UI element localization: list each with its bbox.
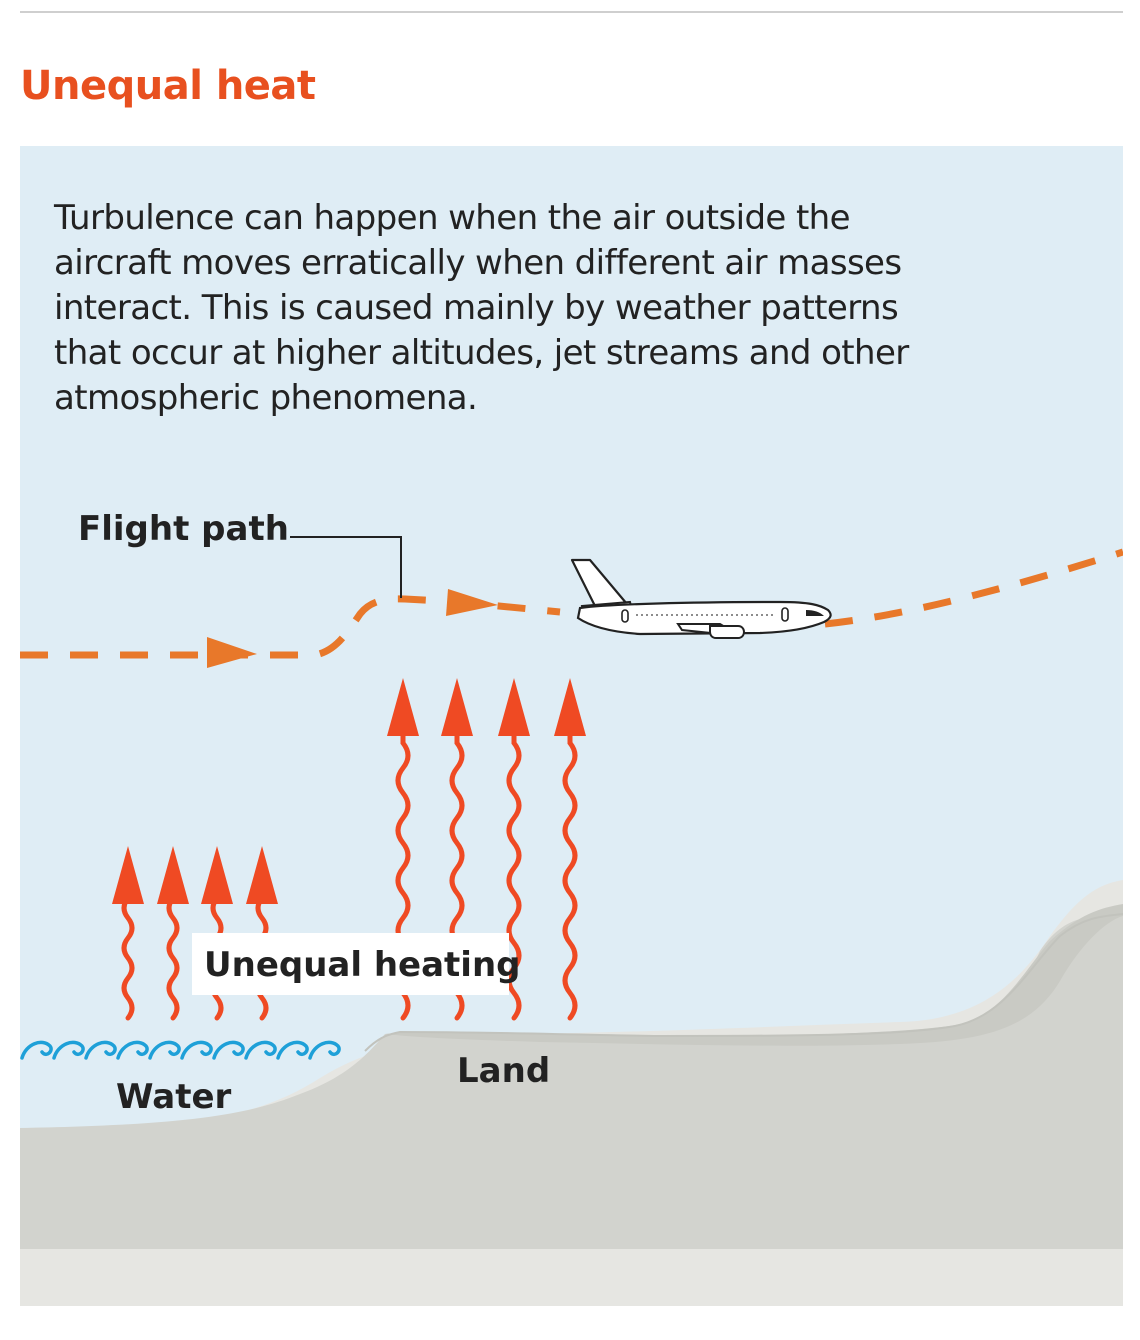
flight-path-line	[20, 595, 561, 659]
land-label: Land	[457, 1051, 550, 1091]
flight-direction-arrow	[446, 589, 498, 616]
description-text: Turbulence can happen when the air outsi…	[54, 198, 909, 418]
flight-path-label: Flight path	[78, 509, 289, 549]
diagram-panel: Turbulence can happen when the air outsi…	[20, 146, 1123, 1306]
heat-arrow-icon	[554, 678, 586, 736]
heat-arrow-shaft	[562, 723, 578, 1021]
top-divider	[20, 11, 1123, 13]
land-near	[20, 912, 1123, 1249]
heat-arrow-shaft	[121, 891, 135, 1021]
heat-arrow-icon	[498, 678, 530, 736]
heat-arrow-icon	[246, 846, 278, 904]
heat-arrow-icon	[387, 678, 419, 736]
water-wave-line	[20, 1040, 341, 1060]
heat-arrow-icon	[157, 846, 189, 904]
water-wave-icon	[20, 1040, 341, 1060]
page-title: Unequal heat	[20, 63, 316, 109]
flight-direction-arrow	[207, 637, 257, 668]
unequal-heating-label-box	[192, 933, 509, 995]
land-edge	[364, 913, 1123, 1052]
diagram-scene: Flight path Unequal heating Water Land	[20, 509, 1123, 1306]
flight-path-line-right	[824, 548, 1123, 628]
heat-arrow-shaft	[506, 723, 522, 1021]
unequal-heating-label: Unequal heating	[204, 945, 521, 985]
flight-path-leader	[290, 536, 402, 598]
airplane-icon	[570, 558, 832, 639]
heat-arrow-icon	[112, 846, 144, 904]
water-label: Water	[116, 1077, 232, 1117]
heat-arrow-shaft	[166, 891, 180, 1021]
heat-arrow-icon	[201, 846, 233, 904]
heat-arrow-icon	[441, 678, 473, 736]
